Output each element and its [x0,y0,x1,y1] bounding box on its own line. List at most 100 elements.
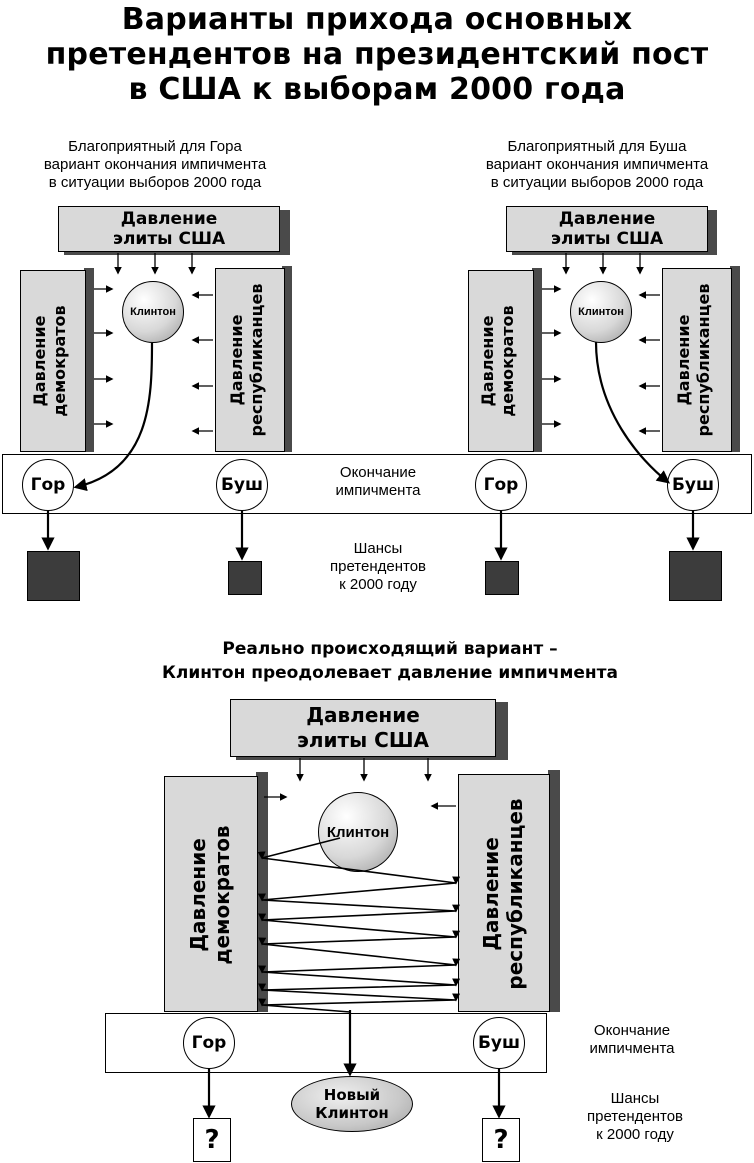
right-dem-label-1: Давление [478,315,497,407]
right-rep-box-shadow [730,266,740,452]
real-gore-unknown-mark: ? [204,1125,220,1155]
real-dem-label: Давление демократов [186,777,236,1013]
right-dem-arrows [542,285,562,428]
real-rep-label-1: Давление [479,837,503,951]
right-caption-line-1: Благоприятный для Буша [507,138,687,155]
left-elite-box: Давление элиты США [58,206,280,252]
right-bush-chance-square [669,551,722,601]
real-clinton-sphere: Клинтон [318,792,398,872]
right-dem-label: Давление демократов [478,270,524,452]
left-gore-label: Гор [30,475,66,495]
real-rep-label-2: республиканцев [503,798,527,990]
right-clinton-label: Клинтон [578,306,624,318]
top-impeachment-label-2: импичмента [335,482,421,499]
real-gore-unknown-box: ? [193,1118,231,1162]
right-gore-chance-square [485,561,519,595]
real-rep-box-shadow [548,770,560,1012]
left-rep-box-shadow [282,266,292,452]
right-rep-arrows [638,291,660,435]
real-rep-box [458,774,550,1012]
real-subtitle-line-2: Клинтон преодолевает давление импичмента [162,663,618,683]
right-elite-box: Давление элиты США [506,206,708,252]
left-dem-box [20,270,86,452]
real-impeachment-label-1: Окончание [593,1022,671,1039]
real-bush-unknown-box: ? [482,1118,520,1162]
real-bush-label: Буш [477,1033,521,1053]
left-rep-label-1: Давление [227,314,246,406]
right-dem-label-2: демократов [498,305,517,417]
right-dem-box-shadow [532,268,542,452]
real-dem-label-2: демократов [210,825,234,965]
real-bush-unknown-mark: ? [493,1125,509,1155]
top-chances-label: Шансы претендентов к 2000 году [300,540,456,594]
left-caption-line-2: вариант окончания импичмента [43,156,267,173]
real-rep-label: Давление республиканцев [479,775,529,1013]
left-rep-box [215,268,285,452]
left-bush-chance-square [228,561,262,595]
right-caption-line-3: в ситуации выборов 2000 года [490,174,704,191]
right-bush-label: Буш [671,475,715,495]
real-impeachment-label-2: импичмента [589,1040,675,1057]
right-elite-arrows [562,253,644,275]
right-bush-circle: Буш [667,459,719,511]
top-impeachment-label: Окончание импичмента [300,464,456,500]
real-bush-circle: Буш [473,1017,525,1069]
left-caption-line-1: Благоприятный для Гора [68,138,242,155]
title-line-2: претендентов на президентский пост [45,37,709,72]
page-title: Варианты прихода основных претендентов н… [0,2,754,107]
top-chances-label-2: претендентов [329,558,427,575]
left-dem-label-2: демократов [50,305,69,417]
real-chances-label-3: к 2000 году [596,1126,674,1143]
left-gore-chance-square [27,551,80,601]
new-clinton-label-2: Клинтон [315,1104,389,1122]
left-caption-line-3: в ситуации выборов 2000 года [48,174,262,191]
real-impeachment-label: Окончание импичмента [552,1022,712,1058]
left-bush-label: Буш [220,475,264,495]
real-dem-box [164,776,258,1012]
right-clinton-sphere: Клинтон [570,281,632,343]
top-chances-label-1: Шансы [353,540,403,557]
real-chances-label-1: Шансы [610,1090,660,1107]
title-line-1: Варианты прихода основных [121,2,633,37]
real-elite-label-1: Давление [306,703,420,727]
new-clinton-ellipse: Новый Клинтон [291,1076,413,1132]
title-line-3: в США к выборам 2000 года [128,72,626,107]
left-dem-arrows [94,285,114,428]
real-chances-label-2: претендентов [586,1108,684,1125]
new-clinton-label-1: Новый [323,1086,381,1104]
top-impeachment-label-1: Окончание [339,464,417,481]
left-rep-arrows [191,291,213,435]
right-rep-label-1: Давление [674,314,693,406]
real-elite-box: Давление элиты США [230,699,496,757]
left-elite-arrows [114,253,196,275]
real-scenario-subtitle: Реально происходящий вариант – Клинтон п… [80,637,700,685]
left-bush-circle: Буш [216,459,268,511]
right-caption-line-2: вариант окончания импичмента [485,156,709,173]
real-subtitle-line-1: Реально происходящий вариант – [222,639,558,659]
left-rep-label: Давление республиканцев [227,268,273,452]
right-rep-label: Давление республиканцев [674,268,720,452]
right-gore-label: Гор [483,475,519,495]
real-gore-label: Гор [191,1033,227,1053]
left-elite-label-2: элиты США [112,229,226,249]
top-chances-label-3: к 2000 году [339,576,417,593]
right-elite-label-2: элиты США [550,229,664,249]
left-gore-circle: Гор [22,459,74,511]
right-gore-circle: Гор [475,459,527,511]
real-chances-label: Шансы претендентов к 2000 году [540,1090,730,1144]
right-elite-label-1: Давление [558,209,656,229]
real-dem-label-1: Давление [186,838,210,952]
real-elite-arrows [296,758,432,782]
real-clinton-label: Клинтон [326,823,390,841]
left-rep-label-2: республиканцев [247,283,266,437]
right-caption: Благоприятный для Буша вариант окончания… [440,138,754,192]
real-elite-label-2: элиты США [296,728,430,752]
left-caption: Благоприятный для Гора вариант окончания… [0,138,310,192]
left-elite-label-1: Давление [120,209,218,229]
right-dem-box [468,270,534,452]
right-rep-label-2: республиканцев [694,283,713,437]
real-gore-circle: Гор [183,1017,235,1069]
left-dem-label-1: Давление [30,315,49,407]
left-dem-label: Давление демократов [30,270,76,452]
left-clinton-sphere: Клинтон [122,281,184,343]
